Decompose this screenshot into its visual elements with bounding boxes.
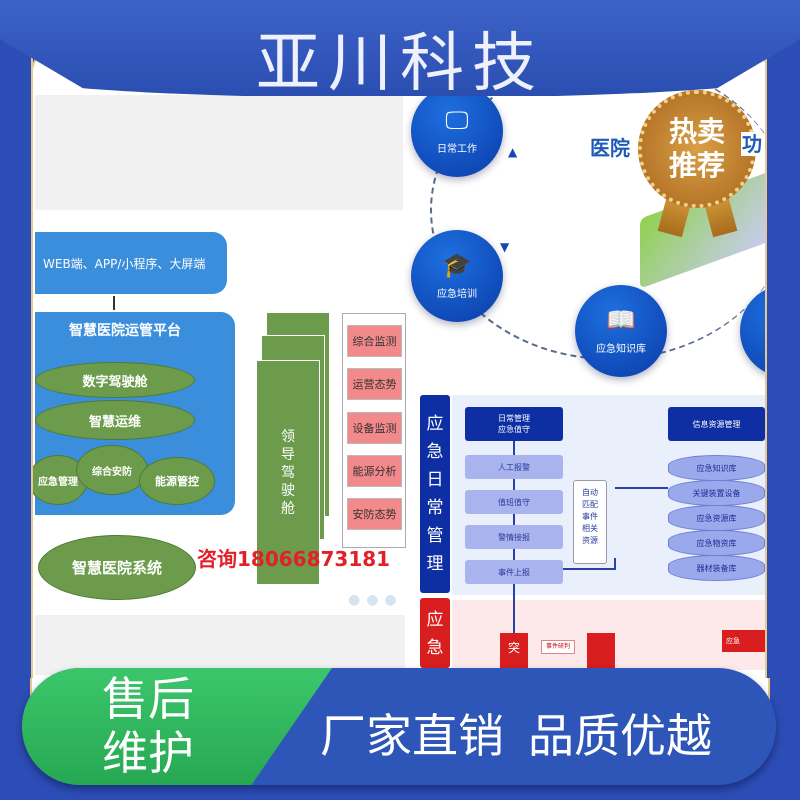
database: 应急物资库	[668, 530, 765, 556]
red-block	[587, 633, 615, 668]
circle-daily-work[interactable]: 🖵日常工作	[411, 85, 503, 177]
cockpit-label: 领导驾驶舱	[281, 428, 295, 517]
database: 应急知识库	[668, 455, 765, 481]
bottom-banner: 售后 维护 厂家直销品质优越	[22, 668, 776, 785]
left-border	[0, 38, 33, 678]
right-heading-tail: 功	[741, 132, 763, 156]
module-security: 综合安防	[76, 445, 148, 495]
brand-title: 亚川科技	[256, 27, 544, 101]
platform-title: 智慧医院运管平台	[69, 323, 181, 339]
flow-header-right: 信息资源管理	[668, 407, 765, 441]
cockpit-item: 运营态势	[347, 368, 402, 400]
top-banner	[0, 0, 800, 97]
cockpit-item: 能源分析	[347, 455, 402, 487]
cockpit-page: 领导驾驶舱	[256, 360, 320, 585]
triangle-icon: ▼	[500, 240, 510, 254]
flow-step: 事件上报	[465, 560, 563, 584]
right-heading: 医院	[590, 136, 630, 160]
cockpit-item: 安防态势	[347, 498, 402, 530]
module-ops: 智慧运维	[35, 400, 195, 440]
cockpit-item: 综合监测	[347, 325, 402, 357]
after-sales-text: 售后 维护	[102, 672, 194, 780]
right-border	[765, 38, 800, 678]
flow-step: 警情接报	[465, 525, 563, 549]
book-icon: 📖	[606, 305, 636, 334]
circle-knowledge-base[interactable]: 📖应急知识库	[575, 285, 667, 377]
red-item: 应急	[722, 630, 770, 652]
cockpit-items-frame	[342, 313, 406, 548]
module-cockpit: 数字驾驶舱	[35, 362, 195, 398]
red-item: 突	[500, 633, 528, 668]
gray-panel	[35, 615, 405, 675]
circle-emergency-training[interactable]: 🎓应急培训	[411, 230, 503, 322]
triangle-icon: ▲	[508, 145, 518, 159]
flow-line	[563, 558, 616, 570]
clients-box: WEB端、APP/小程序、大屏端	[35, 232, 227, 294]
contact-text: 咨询18066873181	[197, 547, 391, 571]
database: 关键装置设备	[668, 480, 765, 506]
slogan: 厂家直销品质优越	[320, 709, 712, 763]
flow-header-left: 日常管理应急值守	[465, 407, 563, 441]
module-energy: 能源管控	[139, 457, 215, 505]
database: 器材装备库	[668, 555, 765, 581]
flow-side-label: 应急日常管理	[420, 395, 450, 593]
gray-panel	[35, 95, 403, 210]
pagination-dots[interactable]: ●●●	[348, 592, 403, 608]
monitor-icon: 🖵	[445, 105, 469, 134]
red-item: 事件研判	[541, 640, 575, 654]
flow-side-label-red: 应急	[420, 598, 450, 668]
connector-arrow	[113, 296, 115, 310]
flow-step: 值班值守	[465, 490, 563, 514]
graduation-cap-icon: 🎓	[442, 250, 472, 279]
system-ellipse: 智慧医院系统	[38, 535, 196, 600]
hot-sale-badge: 热卖推荐	[638, 90, 756, 208]
flow-line	[615, 487, 668, 489]
flow-step: 人工报警	[465, 455, 563, 479]
cockpit-item: 设备监测	[347, 412, 402, 444]
auto-match-box: 自动匹配事件相关资源	[573, 480, 607, 564]
database: 应急资源库	[668, 505, 765, 531]
